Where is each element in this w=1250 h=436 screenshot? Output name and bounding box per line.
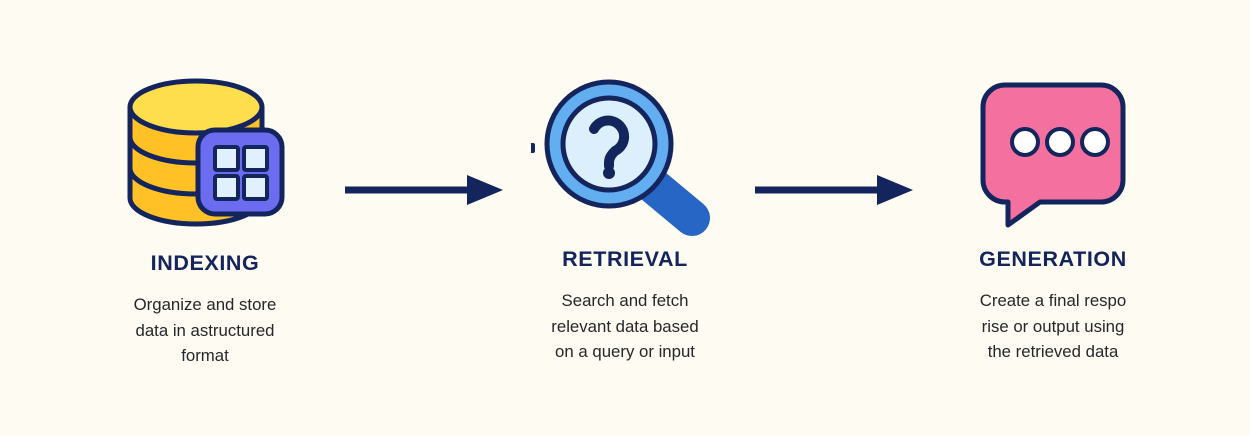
stage-indexing: INDEXING Organize and store data in astr…	[92, 0, 318, 436]
description-line: the retrieved data	[987, 342, 1119, 361]
stray-mark	[531, 143, 535, 153]
description-line: Search and fetch	[561, 291, 689, 310]
stage-description-generation: Create a final respo rise or output usin…	[935, 288, 1171, 365]
description-line: data in astructured	[135, 320, 275, 340]
description-line: relevant data based	[551, 316, 699, 336]
stage-description-indexing: Organize and store data in astructured f…	[92, 292, 318, 369]
description-line: Create a final respo	[979, 291, 1127, 310]
stage-generation: GENERATION Create a final respo rise or …	[935, 0, 1171, 436]
stage-title-indexing: INDEXING	[150, 251, 260, 275]
description-line: Organize and store	[133, 295, 277, 314]
speech-bubble-dots-icon	[935, 80, 1171, 230]
description-line: format	[181, 346, 229, 365]
stage-description-retrieval: Search and fetch relevant data based on …	[505, 288, 745, 365]
stage-retrieval: RETRIEVAL Search and fetch relevant data…	[505, 0, 745, 436]
magnifier-question-icon	[505, 78, 745, 236]
database-grid-icon	[92, 78, 318, 230]
arrow-indexing-to-retrieval	[345, 172, 505, 208]
arrow-retrieval-to-generation	[755, 172, 915, 208]
stage-title-retrieval: RETRIEVAL	[562, 247, 688, 271]
description-line: rise or output using	[981, 316, 1125, 336]
description-line: on a query or input	[555, 342, 695, 361]
stage-title-generation: GENERATION	[979, 247, 1127, 271]
